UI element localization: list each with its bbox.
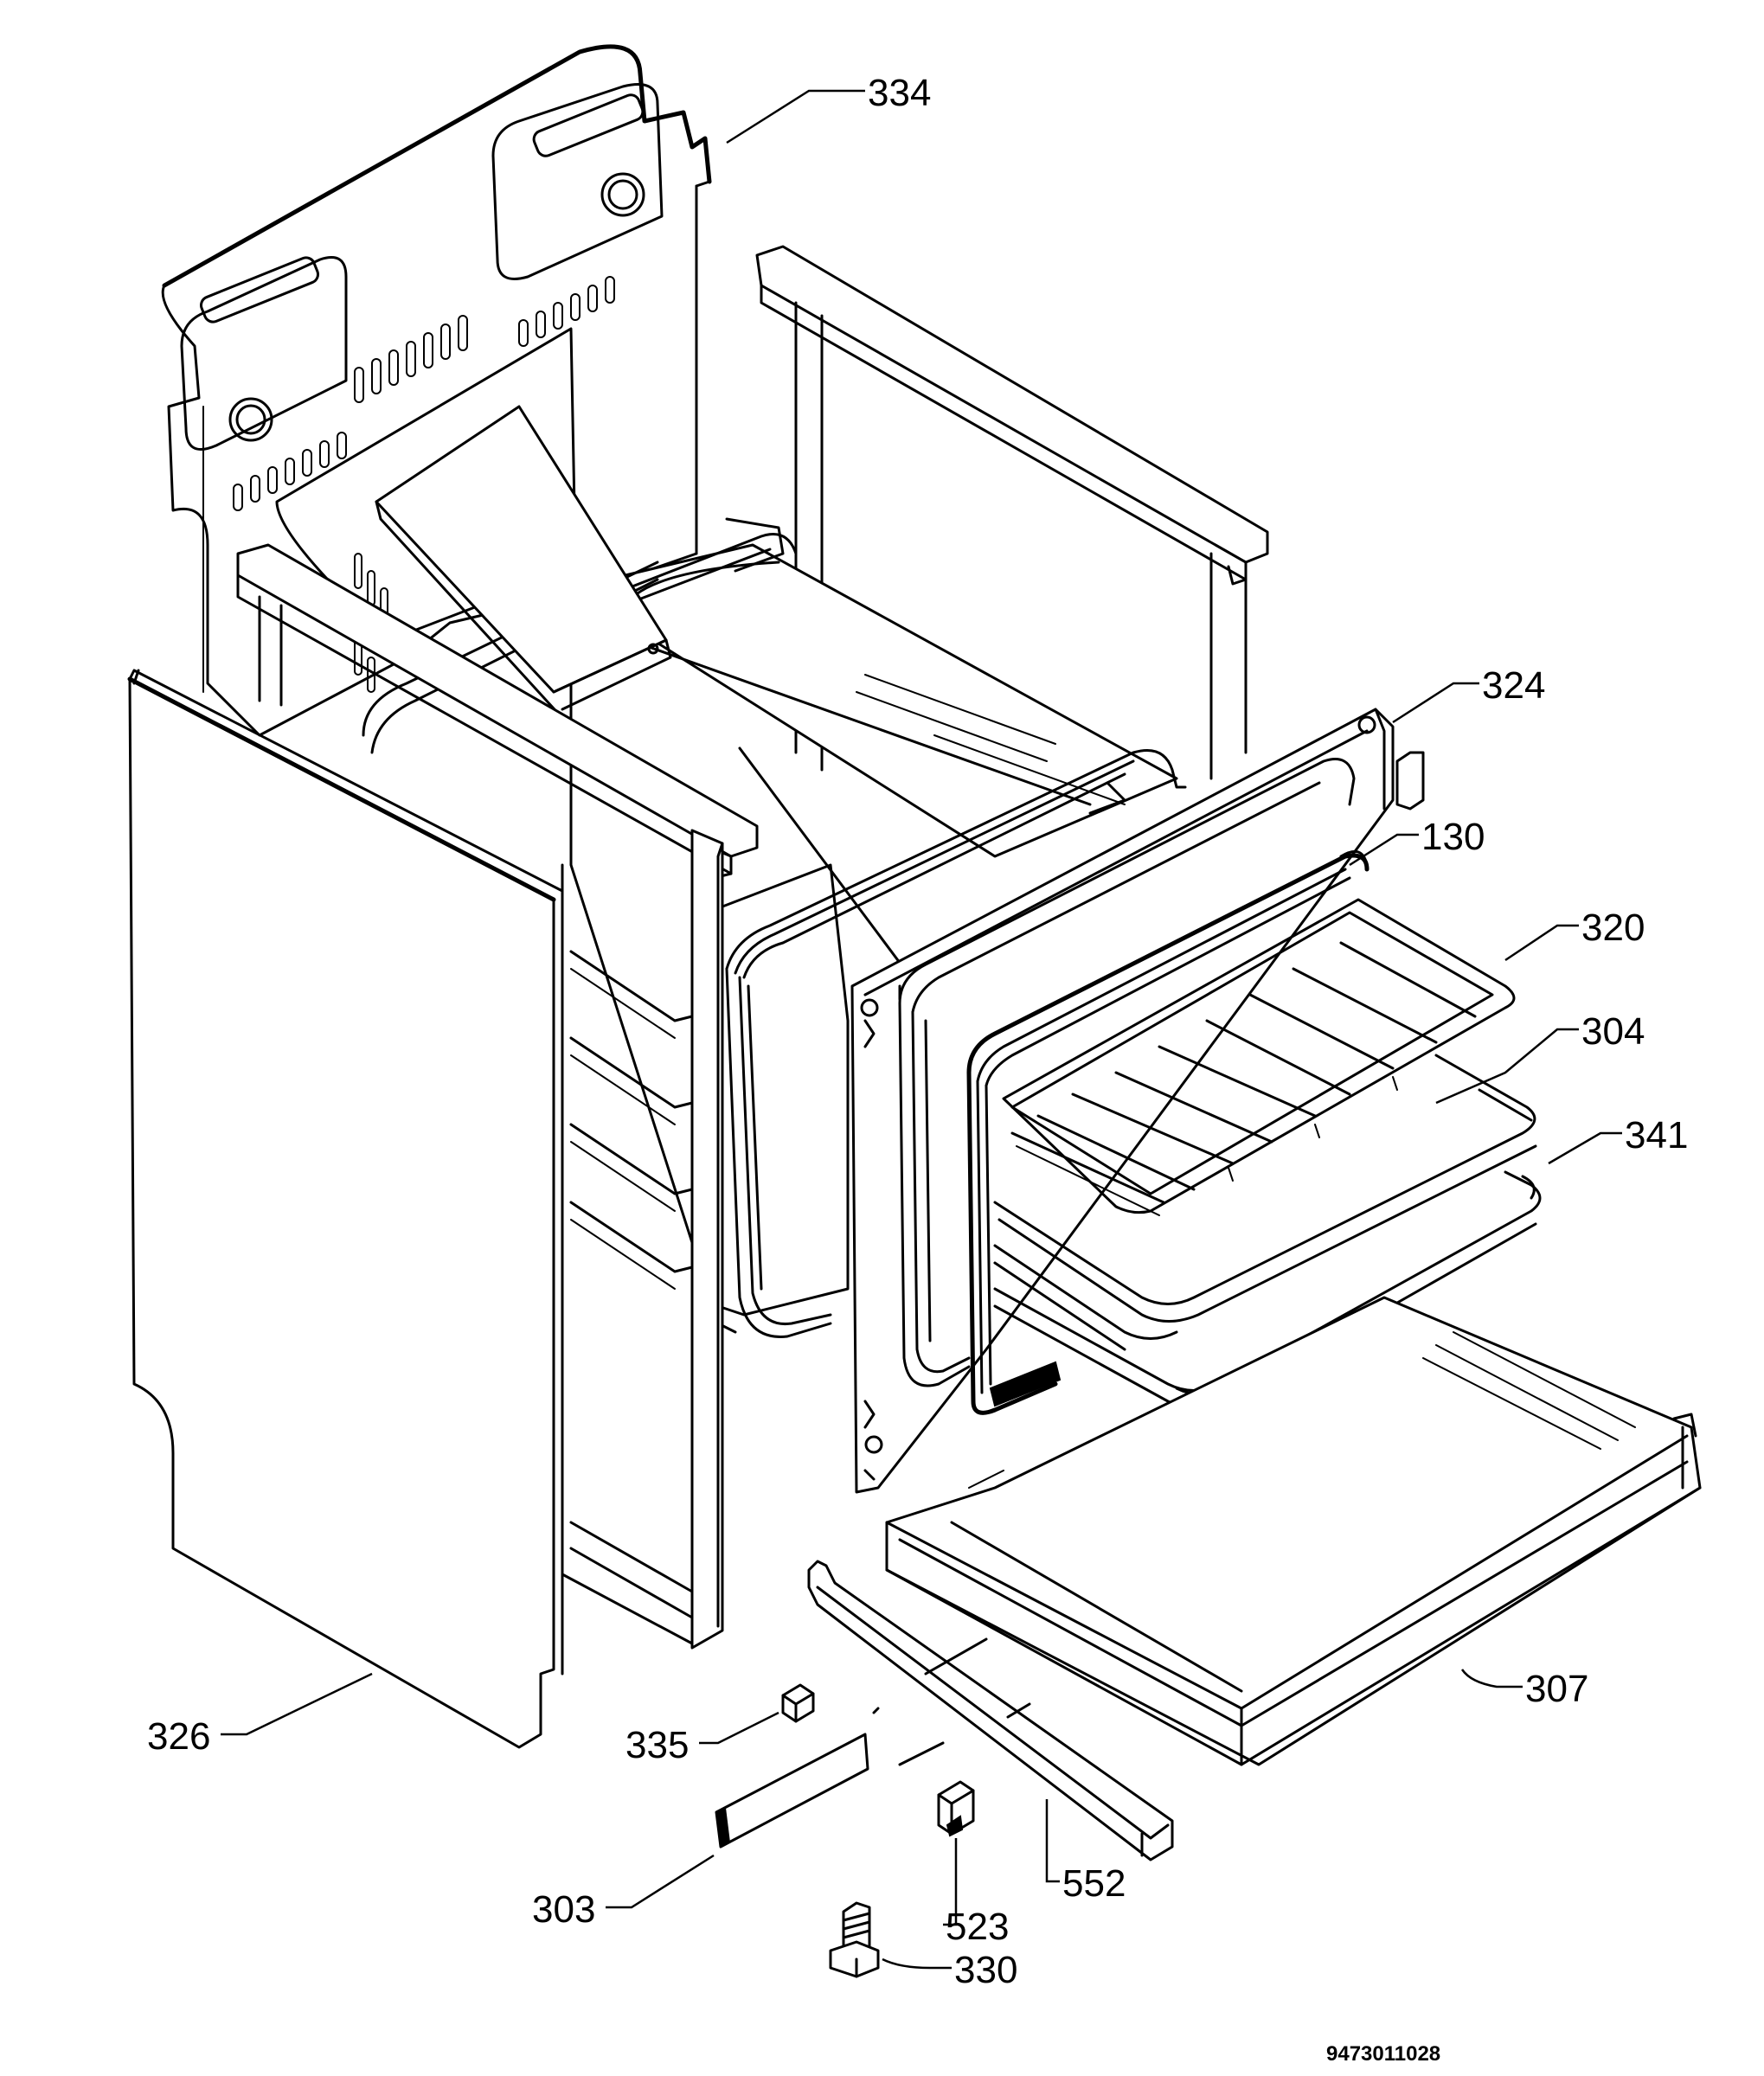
callout-324: 324 bbox=[1482, 664, 1545, 707]
part-523-bracket[interactable] bbox=[937, 1780, 975, 1837]
part-303-trim-strip[interactable] bbox=[715, 1707, 945, 1849]
leader-320 bbox=[1504, 924, 1579, 962]
callout-330: 330 bbox=[954, 1949, 1017, 1991]
part-307-drawer[interactable] bbox=[885, 1296, 1702, 1766]
shelf-runners bbox=[569, 950, 694, 1290]
leader-130 bbox=[1349, 833, 1419, 867]
part-552-slide-rail[interactable] bbox=[807, 1560, 1174, 1861]
part-335-clip[interactable] bbox=[781, 1683, 815, 1723]
leader-303 bbox=[606, 1854, 715, 1909]
leader-307 bbox=[1460, 1669, 1523, 1688]
callout-320: 320 bbox=[1581, 907, 1645, 949]
part-320-wire-shelf[interactable] bbox=[1002, 898, 1516, 1216]
rear-duct bbox=[375, 405, 672, 720]
callout-334: 334 bbox=[868, 72, 931, 114]
callout-341: 341 bbox=[1625, 1114, 1688, 1157]
vent-slots-upper bbox=[354, 276, 615, 403]
leader-324 bbox=[1392, 682, 1479, 724]
callout-130: 130 bbox=[1421, 816, 1485, 858]
leader-523 bbox=[943, 1838, 958, 1926]
rear-upright-frame bbox=[755, 245, 1269, 780]
part-326-side-panel[interactable] bbox=[127, 669, 564, 1749]
callout-labels: 334 324 130 320 304 341 307 326 335 303 … bbox=[147, 72, 1688, 1991]
leader-341 bbox=[1548, 1131, 1622, 1165]
document-id: 9473011028 bbox=[1326, 2042, 1440, 2066]
callout-523: 523 bbox=[946, 1906, 1009, 1948]
callout-326: 326 bbox=[147, 1715, 210, 1758]
leader-330 bbox=[882, 1957, 952, 1970]
part-130-door-gasket[interactable] bbox=[966, 849, 1370, 1415]
leader-326 bbox=[221, 1672, 373, 1736]
part-330-screw[interactable] bbox=[829, 1901, 880, 1978]
leader-552 bbox=[1045, 1799, 1060, 1883]
leader-304 bbox=[1435, 1028, 1579, 1105]
callout-307: 307 bbox=[1525, 1668, 1588, 1710]
vent-slots-lower bbox=[233, 432, 347, 511]
part-304-baking-tray[interactable] bbox=[993, 1054, 1537, 1323]
part-324-front-frame[interactable] bbox=[850, 708, 1425, 1494]
shelf-bars bbox=[1010, 941, 1477, 1204]
callout-304: 304 bbox=[1581, 1010, 1645, 1053]
leader-lines bbox=[221, 89, 1622, 1970]
leader-334 bbox=[726, 89, 865, 144]
callout-552: 552 bbox=[1062, 1862, 1126, 1905]
callout-335: 335 bbox=[625, 1724, 689, 1766]
callout-303: 303 bbox=[532, 1888, 595, 1931]
oven-door-seal-frame bbox=[725, 749, 1187, 1338]
leader-335 bbox=[699, 1711, 779, 1745]
